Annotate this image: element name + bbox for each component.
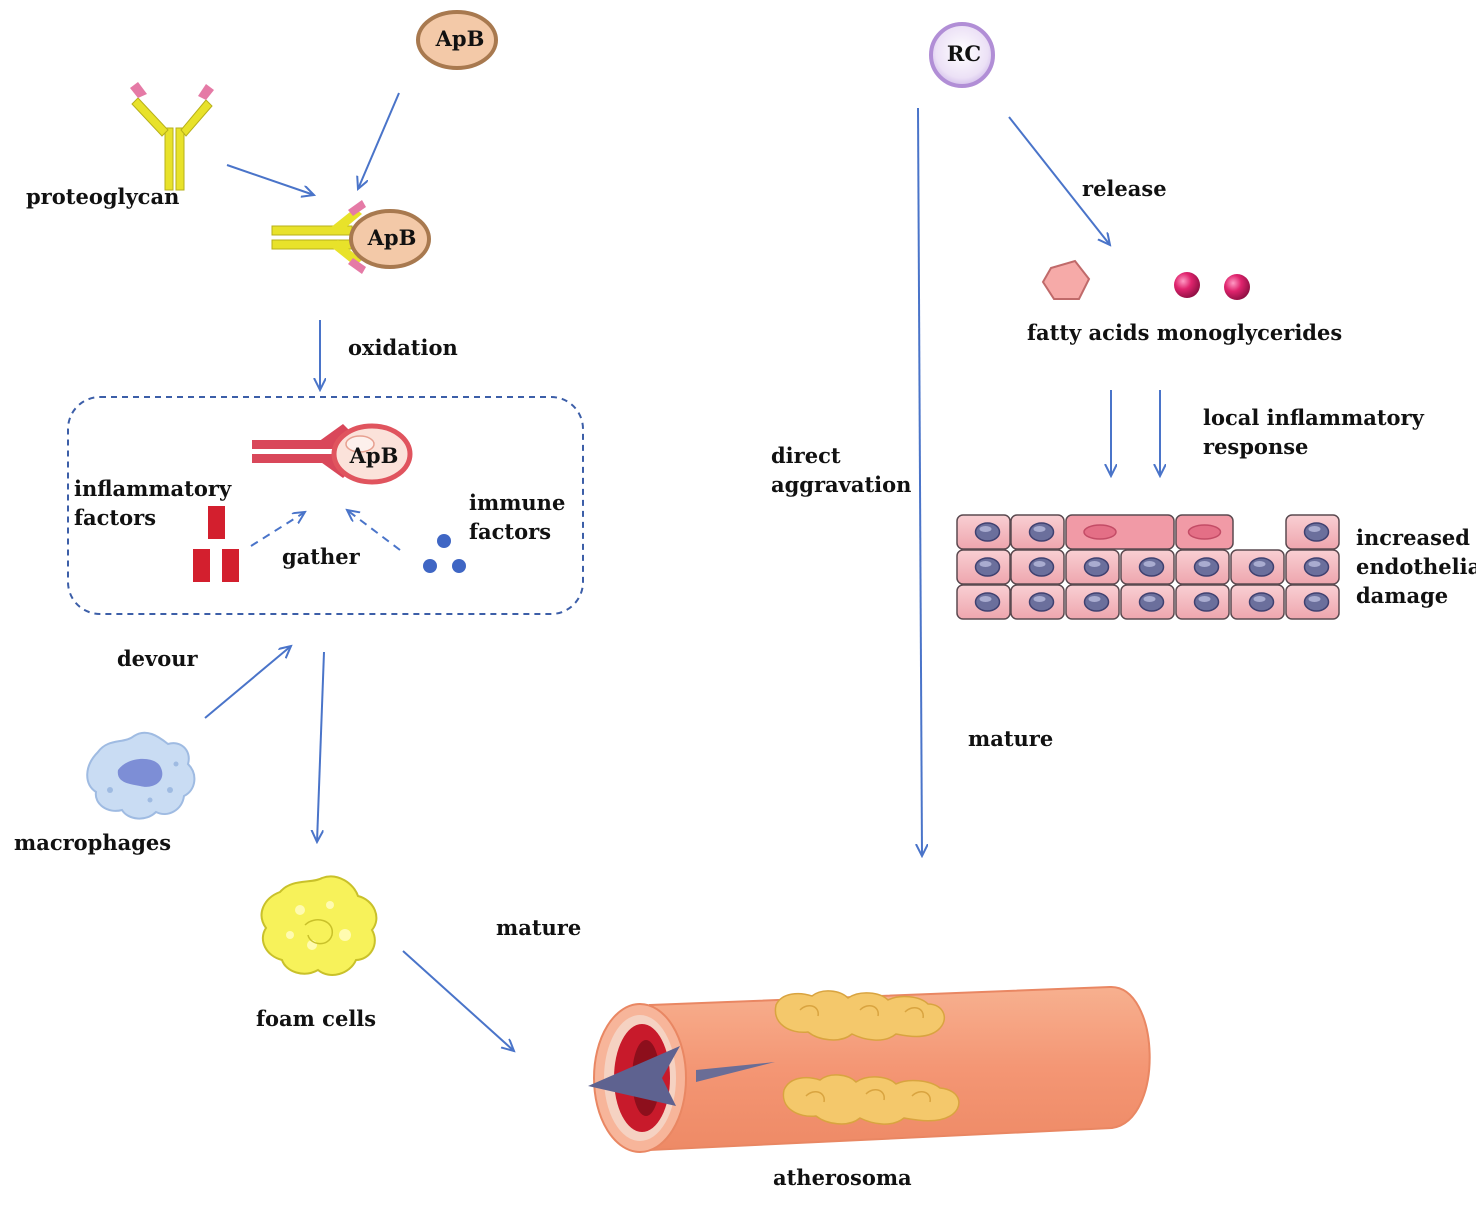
arrow-macrophage-devour — [204, 646, 291, 719]
local-inflammatory-label-line1: local inflammatory — [1203, 405, 1425, 430]
apb-particle-top: ApB — [416, 10, 498, 70]
cell-nucleus — [1193, 557, 1220, 577]
blood-vessel-icon — [588, 985, 1151, 1153]
bound-apb-complex: ApB — [271, 200, 431, 274]
foam-cell-icon — [260, 875, 378, 976]
cell-nucleus — [1303, 522, 1330, 542]
cell-nucleus — [1303, 592, 1330, 612]
nucleus-highlight — [1143, 561, 1156, 567]
oxidized-apb-complex: ApB — [252, 423, 413, 485]
cell-nucleus — [1248, 557, 1275, 577]
cell-nucleus — [1028, 557, 1055, 577]
arrow-foam-to-atherosoma — [402, 950, 514, 1051]
plaque-bottom — [782, 1074, 960, 1125]
cell-nucleus — [1028, 592, 1055, 612]
cell-nucleus — [1138, 592, 1165, 612]
nucleus-highlight — [1143, 596, 1156, 602]
arrow-proteoglycan-bind — [226, 164, 314, 195]
sphere-monoglyceride-icon — [1174, 272, 1250, 300]
atherosoma-label: atherosoma — [773, 1165, 912, 1190]
antibody-receptor-icon — [130, 82, 214, 191]
nucleus-highlight — [979, 596, 992, 602]
endothelial-cell — [1065, 514, 1175, 550]
rc-particle: RC — [929, 22, 995, 88]
cell-nucleus — [974, 557, 1001, 577]
endothelial-cells-grid — [956, 514, 1340, 620]
immune-factors-label-line2: factors — [469, 519, 551, 544]
increased-endothelial-damage-label-line3: damage — [1356, 583, 1448, 608]
oxidized-apb-box — [67, 396, 584, 615]
foam-cells-label: foam cells — [256, 1006, 376, 1031]
nucleus-highlight — [1033, 526, 1046, 532]
inflammatory-factors-icon — [193, 506, 239, 582]
direct-aggravation-label-line2: aggravation — [771, 472, 911, 497]
nucleus-highlight — [1308, 561, 1321, 567]
cell-nucleus — [1083, 592, 1110, 612]
arrow-immune-gather — [347, 510, 401, 551]
nucleus-highlight — [1253, 596, 1266, 602]
cell-nucleus — [1083, 524, 1117, 540]
fatty-acids-monoglycerides-label: fatty acids monoglycerides — [1027, 320, 1342, 345]
nucleus-highlight — [1088, 596, 1101, 602]
cell-nucleus — [1083, 557, 1110, 577]
local-inflammatory-label-line2: response — [1203, 434, 1308, 459]
arrow-inflammatory-gather — [250, 512, 305, 547]
immune-factors-icon — [423, 534, 466, 573]
apb-label: ApB — [349, 443, 399, 468]
nucleus-highlight — [979, 526, 992, 532]
nucleus-highlight — [1308, 526, 1321, 532]
rc-label: RC — [947, 41, 981, 66]
inflammatory-factors-label-line2: factors — [74, 505, 156, 530]
gather-label: gather — [282, 544, 361, 569]
cell-nucleus — [1248, 592, 1275, 612]
direct-aggravation-label-line1: direct — [771, 443, 841, 468]
mature-right-label: mature — [968, 726, 1053, 751]
nucleus-highlight — [1308, 596, 1321, 602]
release-label: release — [1082, 176, 1167, 201]
cell-nucleus — [1187, 524, 1222, 540]
nucleus-highlight — [1033, 561, 1046, 567]
nucleus-highlight — [1088, 561, 1101, 567]
nucleus-highlight — [1198, 561, 1211, 567]
arrow-direct-aggravation — [918, 107, 922, 856]
nucleus-highlight — [1198, 596, 1211, 602]
macrophages-label: macrophages — [14, 830, 171, 855]
apb-label: ApB — [367, 225, 417, 250]
cell-nucleus — [1193, 592, 1220, 612]
nucleus-highlight — [979, 561, 992, 567]
macrophage-icon — [86, 731, 196, 820]
cell-nucleus — [1028, 522, 1055, 542]
nucleus-highlight — [1033, 596, 1046, 602]
cell-nucleus — [1303, 557, 1330, 577]
immune-factors-label-line1: immune — [469, 490, 565, 515]
increased-endothelial-damage-label-line1: increased — [1356, 525, 1470, 550]
inflammatory-factors-label-line1: inflammatory — [74, 476, 232, 501]
proteoglycan-label: proteoglycan — [26, 184, 179, 209]
plaque-top — [774, 990, 946, 1041]
arrow-release — [1008, 116, 1110, 245]
cell-nucleus — [974, 522, 1001, 542]
arrow-to-foam-cells — [317, 651, 325, 842]
oxidation-label: oxidation — [348, 335, 458, 360]
arrow-apb-bind — [358, 92, 400, 189]
cell-nucleus — [974, 592, 1001, 612]
hexagon-fatty-acid-icon — [1041, 259, 1091, 300]
nucleus-highlight — [1253, 561, 1266, 567]
apb-label: ApB — [435, 26, 485, 51]
cell-nucleus — [1138, 557, 1165, 577]
mature-left-label: mature — [496, 915, 581, 940]
increased-endothelial-damage-label-line2: endothelial — [1356, 554, 1476, 579]
devour-label: devour — [117, 646, 199, 671]
